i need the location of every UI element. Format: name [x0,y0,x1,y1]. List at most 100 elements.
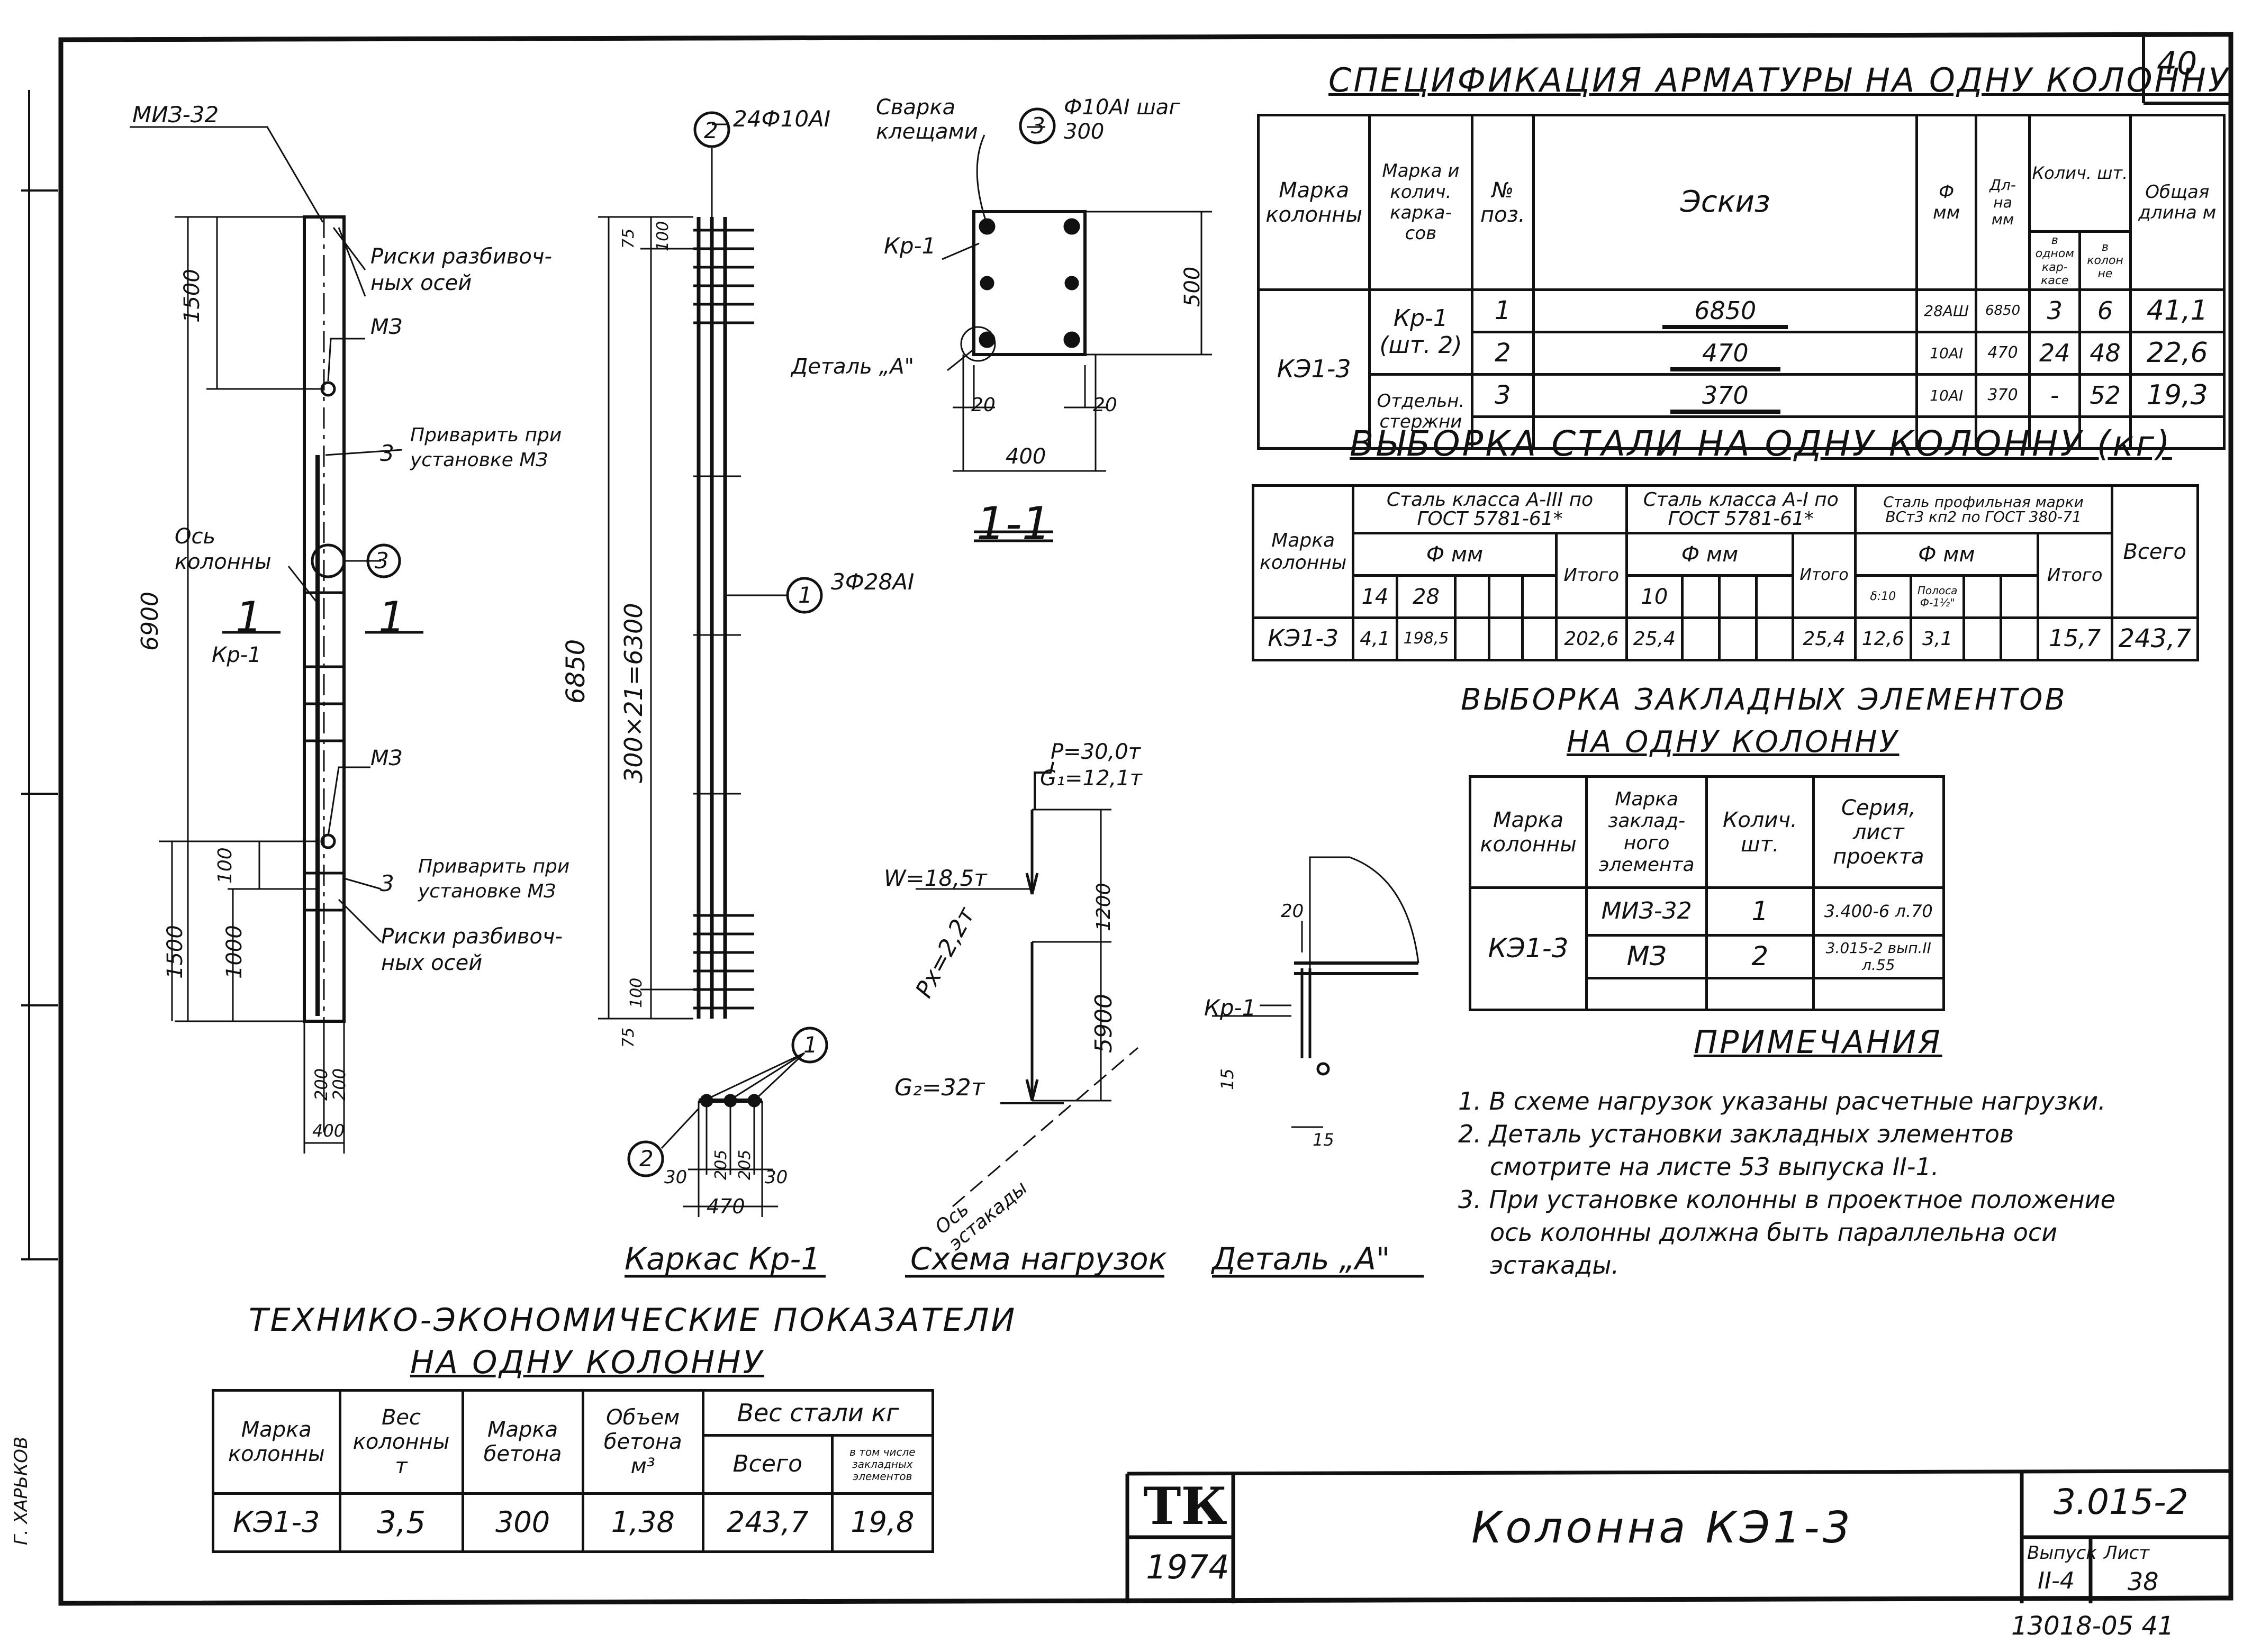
tep-h-obem: Объем бетона м³ [581,1389,704,1495]
tep-title-1: ТЕХНИКО-ЭКОНОМИЧЕСКИЕ ПОКАЗАТЕЛИ [249,1302,1017,1339]
steel-vsego: 243,7 [2110,616,2199,661]
cage-dim-30a: 30 [664,1167,688,1188]
steel-marka: КЭ1-3 [1251,616,1355,661]
steel-h-itogo-a3: Итого [1554,532,1628,619]
callout-1b: 1 [803,1032,818,1058]
spec-h-eskiz: Эскиз [1532,113,1919,292]
spec-poz: 2 [1470,331,1535,376]
title-list-label: Лист [2104,1542,2150,1564]
spec-group-kr1: Кр-1 (шт. 2) [1368,288,1473,376]
label-bar3: Ф10АI шаг 300 [1064,95,1180,144]
note-line: 1. В схеме нагрузок указаны расчетные на… [1458,1087,2106,1115]
steel-a3-v: 4,1 [1352,616,1398,661]
section-mark-right: 1 [378,593,405,642]
emb-element: МЗ [1585,933,1708,980]
steel-d: Полоса Ф-1½" [1909,574,1966,619]
spec-column: КЭ1-3 [1256,288,1371,450]
steel-title: ВЫБОРКА СТАЛИ НА ОДНУ КОЛОННУ (кг) [1350,423,2172,464]
title-logo: ТК [1143,1476,1227,1536]
cage-dim-470: 470 [707,1195,745,1218]
label-svarka: Сварка клещами [876,95,978,144]
spec-q2: 52 [2078,373,2132,419]
section-title: 1-1 [976,497,1051,550]
dim-400-col: 400 [312,1121,345,1141]
label-detail-a-ref: Деталь „А" [791,355,915,379]
detail-dim-15a: 15 [1217,1068,1237,1090]
steel-d: 14 [1352,574,1398,619]
footer-code: 13018-05 41 [2011,1611,2174,1641]
dim-1500-top: 1500 [180,269,204,323]
spec-len: 370 [1974,373,2031,419]
tep-title-2: НА ОДНУ КОЛОННУ [410,1344,765,1381]
spec-title: СПЕЦИФИКАЦИЯ АРМАТУРЫ НА ОДНУ КОЛОННУ [1328,61,2230,99]
load-dim-1200: 1200 [1093,883,1115,931]
tep-table: Марка колонны Вес колонны т Марка бетона… [212,1389,935,1553]
steel-prof-total: 15,7 [2037,616,2113,661]
spec-q2: 48 [2078,331,2132,376]
emb-qty: 2 [1705,933,1815,980]
emb-ref: 3.400-6 л.70 [1812,886,1946,937]
dim-75-bottom: 75 [619,1027,638,1048]
dim-6850: 6850 [561,639,591,704]
load-P: P=30,0т [1051,740,1141,764]
spec-phi: 28АШ [1915,288,1977,334]
label-riski-bottom: Риски разбивоч- ных осей [381,924,563,975]
tep-h-ves: Вес колонны т [338,1389,464,1495]
tep-val: 19,8 [830,1492,935,1553]
embedded-title-1: ВЫБОРКА ЗАКЛАДНЫХ ЭЛЕМЕНТОВ [1461,683,2067,717]
emb-column: КЭ1-3 [1468,886,1588,1012]
sheet-number: 40 [2157,45,2197,82]
tep-val: 300 [461,1492,584,1553]
spec-total: 22,6 [2129,331,2226,376]
steel-h-phi-prof: Ф мм [1853,532,2040,577]
label-kr1-elevation: Кр-1 [212,643,261,667]
spec-q1: 3 [2028,288,2082,334]
label-bar2: 24Ф10АI [733,106,831,132]
emb-element: МИЗ-32 [1585,886,1708,937]
spec-group-otdeln: Отдельн. стержни [1368,373,1473,450]
label-os-kolonny: Ось колонны [175,524,272,574]
caption-detail: Деталь „А" [1212,1241,1390,1277]
load-W: W=18,5т [884,865,987,891]
emb-h-marka: Марка колонны [1468,775,1588,889]
note-line: ось колонны должна быть параллельна оси [1490,1218,2058,1247]
spec-poz: 3 [1470,373,1535,419]
steel-h-marka: Марка колонны [1251,484,1355,619]
steel-d: δ:10 [1853,574,1912,619]
spec-len: 470 [1974,331,2031,376]
tep-val: 1,38 [581,1492,704,1553]
steel-h-itogo-prof: Итого [2037,532,2113,619]
emb-ref: 3.015-2 вып.II л.55 [1812,933,1946,980]
tep-val: 3,5 [338,1492,464,1553]
spec-eskiz: 370 [1532,373,1919,419]
caption-loads: Схема нагрузок [910,1241,1167,1277]
load-G2: G₂=32т [894,1074,985,1101]
title-list: 38 [2128,1567,2159,1596]
note-line: 3. При установке колонны в проектное пол… [1458,1185,2115,1214]
steel-d: 28 [1395,574,1457,619]
spec-h-marka: Марка колонны [1256,113,1371,292]
dim-200b: 200 [329,1068,349,1101]
sec-dim-20a: 20 [971,394,996,416]
dim-100-top: 100 [654,221,672,251]
spec-q2: 6 [2078,288,2132,334]
section-mark-left: 1 [236,593,263,642]
notes-title: ПРИМЕЧАНИЯ [1694,1024,1942,1061]
spec-h-dlina: Дл- на мм [1974,113,2031,292]
emb-h-kolich: Колич. шт. [1705,775,1815,889]
steel-h-phi-a1: Ф мм [1625,532,1795,577]
steel-h-a1: Сталь класса А-I по ГОСТ 5781-61* [1625,484,1857,534]
tep-val: КЭ1-3 [212,1492,341,1553]
dim-200a: 200 [311,1068,331,1101]
callout-3c: 3 [380,870,394,896]
steel-a3-total: 202,6 [1554,616,1628,661]
sheet-frame [58,32,2233,1606]
steel-h-vsego: Всего [2110,484,2199,619]
callout-3b: 3 [375,548,389,574]
emb-h-element: Марка заклад- ного элемента [1585,775,1708,889]
tep-val: 243,7 [701,1492,834,1553]
label-miz32: МИЗ-32 [132,102,219,128]
note-line: 2. Деталь установки закладных элементов [1458,1120,2014,1149]
steel-h-itogo-a1: Итого [1792,532,1857,619]
